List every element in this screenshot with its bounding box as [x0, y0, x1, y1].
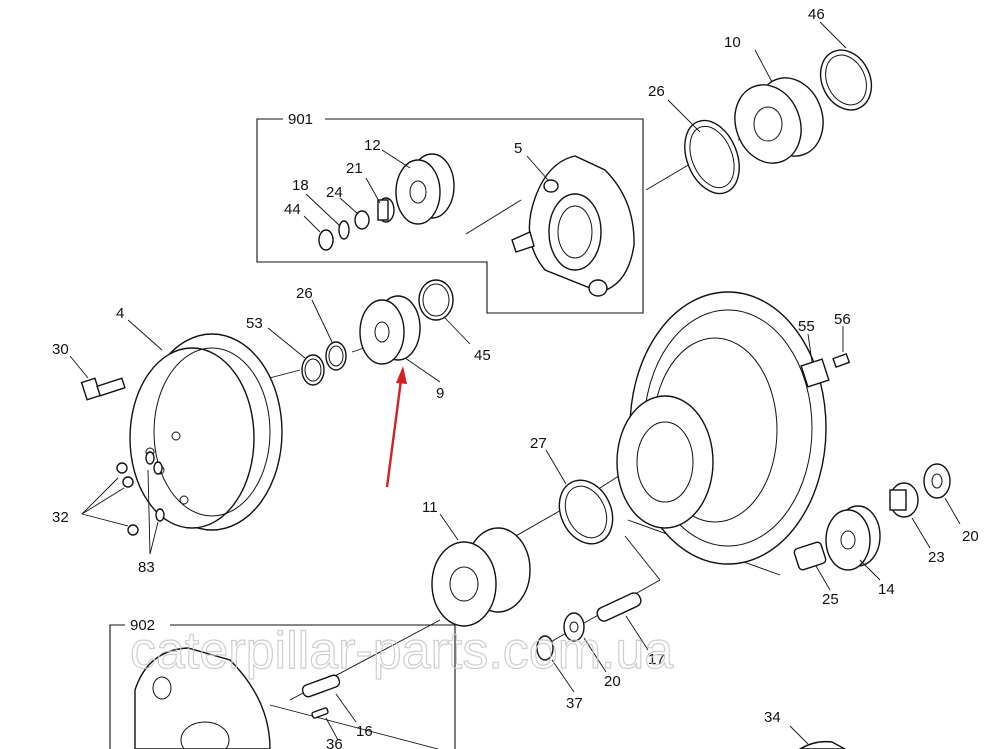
- callout-20-right: 20: [962, 528, 979, 545]
- cover-4: [129, 333, 283, 531]
- leader-lines: [69, 21, 961, 745]
- callout-14: 14: [878, 581, 895, 598]
- pin-17: [596, 592, 642, 622]
- planet-gear-14: [825, 505, 881, 571]
- callout-32: 32: [52, 509, 69, 526]
- callout-34: 34: [764, 709, 781, 726]
- pin-16: [301, 674, 341, 698]
- planet-gear-12: [395, 153, 455, 225]
- washer-20-right: [923, 463, 951, 499]
- pin-36: [311, 707, 329, 719]
- callout-83: 83: [138, 559, 155, 576]
- callout-44: 44: [284, 201, 301, 218]
- callout-27: 27: [530, 435, 547, 452]
- hub-housing: [616, 291, 827, 565]
- snap-ring-45: [418, 279, 454, 321]
- needle-bearing-21: [377, 197, 395, 223]
- spacer-25: [793, 541, 827, 571]
- washer-18: [338, 220, 350, 240]
- callout-24: 24: [326, 184, 343, 201]
- callout-26-top: 26: [648, 83, 665, 100]
- needle-bearing-23: [889, 482, 919, 518]
- washers-83: [145, 451, 165, 522]
- callout-901: 901: [288, 111, 313, 128]
- callout-9: 9: [436, 385, 444, 402]
- callout-36: 36: [326, 736, 343, 749]
- callout-53: 53: [246, 315, 263, 332]
- snap-ring-37: [536, 635, 554, 661]
- callout-45: 45: [474, 347, 491, 364]
- callout-25: 25: [822, 591, 839, 608]
- part-34: [798, 740, 846, 749]
- spacer-24: [354, 210, 370, 230]
- callout-20-bottom: 20: [604, 673, 621, 690]
- washer-20-bottom: [563, 612, 585, 642]
- carrier-902: [134, 647, 271, 749]
- callout-23: 23: [928, 549, 945, 566]
- lock-plate-55: [800, 358, 830, 388]
- callout-10: 10: [724, 34, 741, 51]
- screw-56: [832, 352, 851, 368]
- callout-labels: 46 10 26 901 12 5 21 18 24 44 26 53 45 4…: [52, 6, 979, 749]
- callout-4: 4: [116, 305, 124, 322]
- callout-11: 11: [422, 499, 438, 516]
- snap-ring-44: [318, 229, 334, 251]
- nuts-32: [116, 462, 139, 536]
- callout-21: 21: [346, 160, 363, 177]
- watermark-text: caterpillar-parts.com.ua: [130, 622, 673, 680]
- planet-carrier-5: [511, 155, 635, 297]
- bolt-30: [80, 377, 126, 401]
- assembly-901-outline: [256, 118, 644, 314]
- seal-ring-27: [558, 479, 614, 545]
- callout-17: 17: [648, 651, 665, 668]
- callout-30: 30: [52, 341, 69, 358]
- snap-ring-46: [819, 49, 873, 111]
- pointer-arrow: [385, 366, 407, 488]
- seal-ring-26-top: [684, 119, 740, 195]
- callout-26-middle: 26: [296, 285, 313, 302]
- gear-11: [431, 527, 531, 627]
- gear-10: [734, 77, 824, 164]
- callout-902: 902: [130, 617, 155, 634]
- callout-56: 56: [834, 311, 851, 328]
- callout-12: 12: [364, 137, 381, 154]
- callout-55: 55: [798, 318, 815, 335]
- callout-37: 37: [566, 695, 583, 712]
- callout-46: 46: [808, 6, 825, 23]
- sun-gear-9: [359, 295, 421, 365]
- callout-5: 5: [514, 140, 522, 157]
- callout-16: 16: [356, 723, 373, 740]
- callout-18: 18: [292, 177, 309, 194]
